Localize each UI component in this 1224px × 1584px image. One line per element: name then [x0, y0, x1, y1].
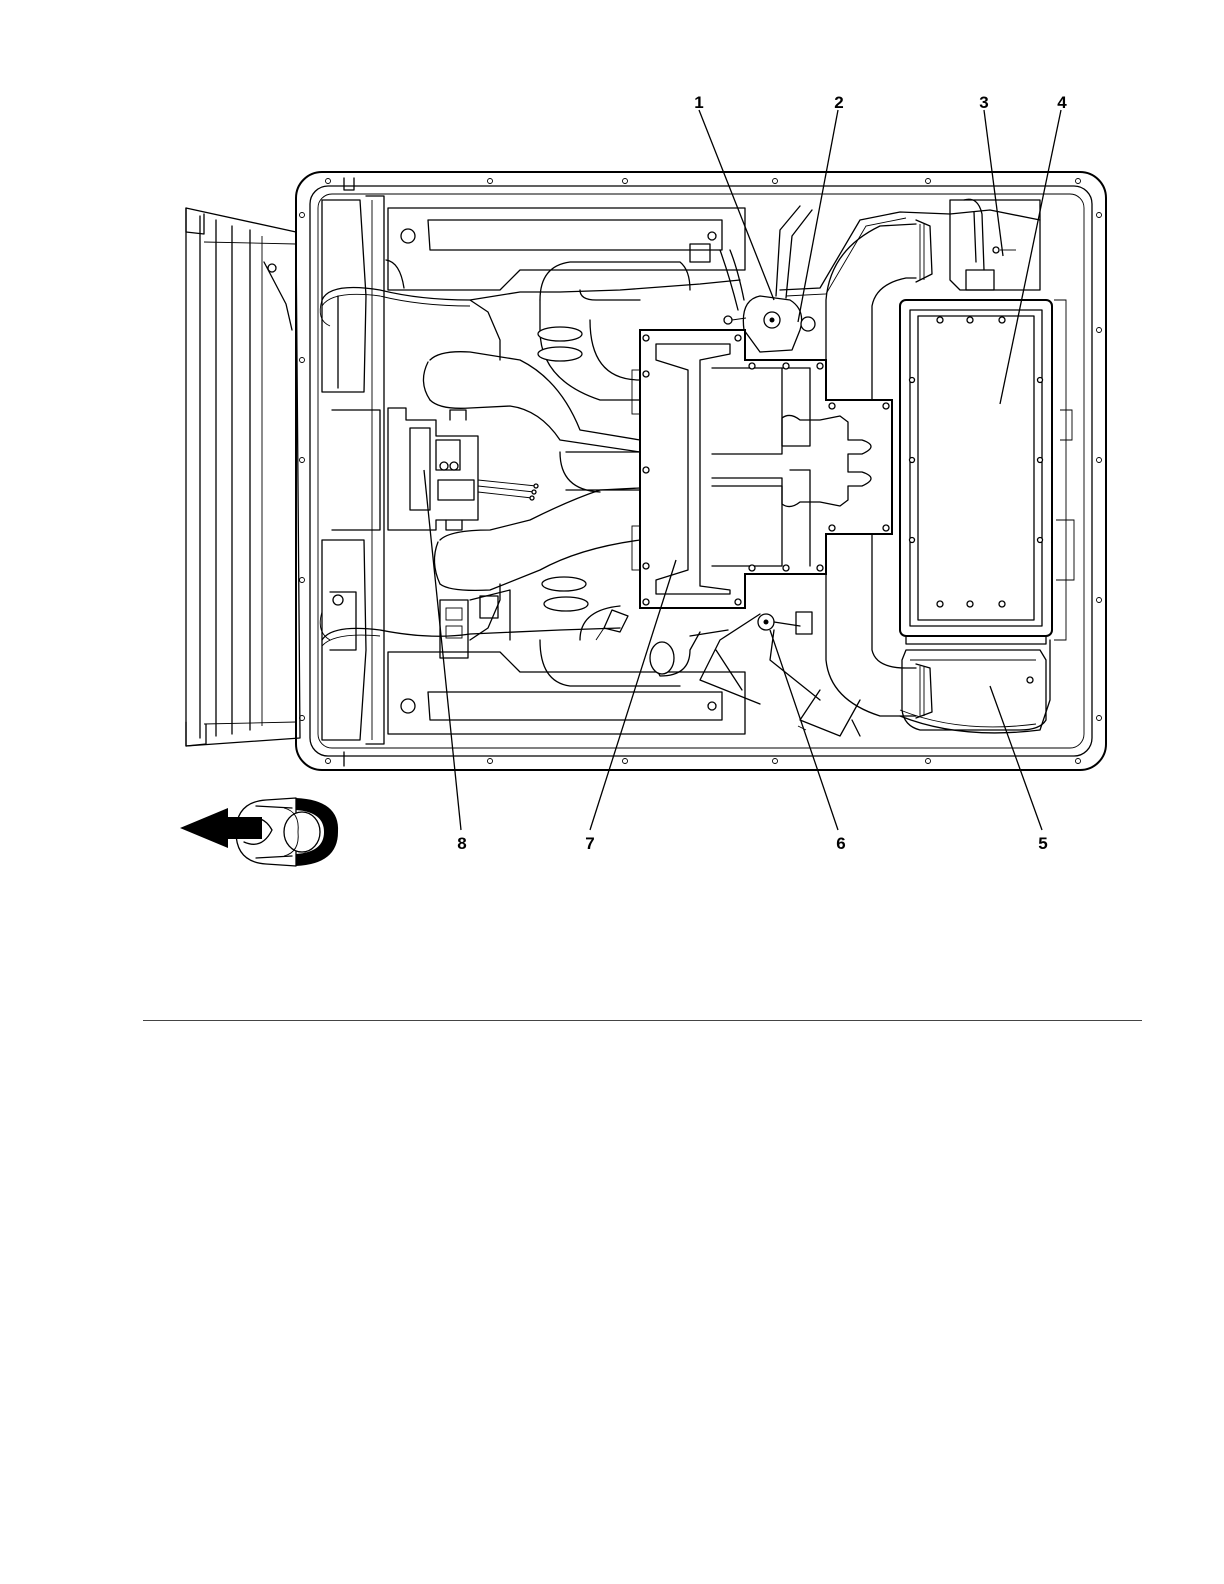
floor-plates — [388, 208, 745, 734]
left-side-panels — [320, 196, 384, 744]
leader-lines — [424, 110, 1061, 830]
callout-8: 8 — [457, 834, 466, 853]
callout-5: 5 — [1038, 834, 1047, 853]
radiator-hose — [800, 220, 932, 736]
leader-6 — [770, 630, 838, 830]
leader-2 — [798, 110, 838, 322]
leader-5 — [990, 686, 1042, 830]
callout-6: 6 — [836, 834, 845, 853]
drain-valve — [690, 612, 820, 704]
callout-7: 7 — [585, 834, 594, 853]
forward-arrow-icon — [180, 808, 262, 848]
coolant-hoses-left — [423, 262, 690, 686]
callout-3: 3 — [979, 93, 988, 112]
controller-module — [388, 408, 538, 530]
radiator-core — [900, 300, 1074, 644]
leader-7 — [590, 560, 676, 830]
wire-harness — [322, 210, 1050, 733]
callout-2: 2 — [834, 93, 843, 112]
callouts: 1 2 3 4 5 6 7 8 — [457, 93, 1067, 853]
leader-1 — [699, 110, 774, 300]
callout-1: 1 — [694, 93, 703, 112]
leader-3 — [984, 110, 1003, 256]
callout-4: 4 — [1057, 93, 1067, 112]
section-divider — [143, 1020, 1142, 1021]
left-frame-rails — [186, 208, 300, 746]
main-cover-plate — [632, 330, 892, 608]
leader-8 — [424, 470, 461, 830]
